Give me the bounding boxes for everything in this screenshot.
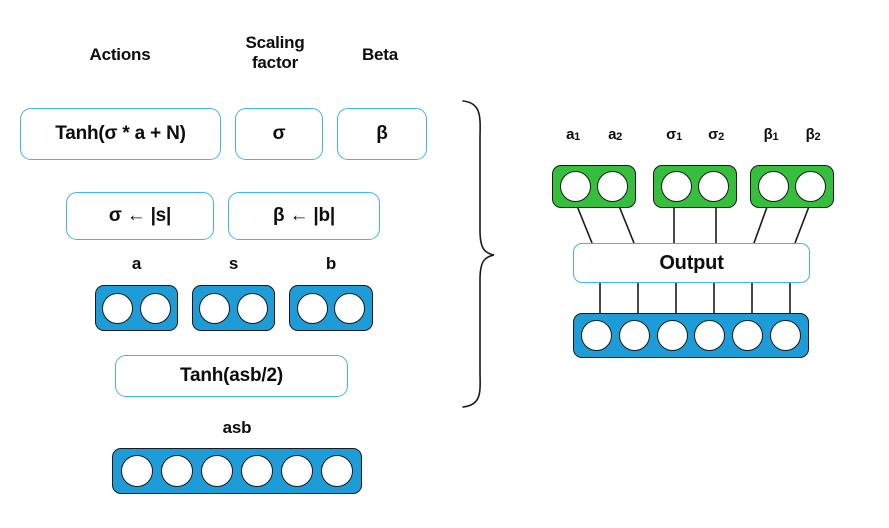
formula-box-tanh-asb-2-label: Tanh(asb/2) <box>179 365 283 386</box>
output-box[interactable]: Output <box>573 243 810 283</box>
node-group-right-input-row[interactable] <box>573 313 809 358</box>
formula-box-tanh-sigma-a-n[interactable]: Tanh(σ * a + N) <box>20 108 221 160</box>
column-header-scaling-factor: Scaling factor <box>222 33 328 73</box>
node[interactable] <box>732 320 764 351</box>
green-node-label-a2-text: a2 <box>608 126 622 143</box>
node[interactable] <box>102 292 134 324</box>
green-node-label-beta2-text: β2 <box>805 126 821 143</box>
node[interactable] <box>656 320 688 351</box>
node[interactable] <box>559 171 591 202</box>
column-header-beta-label: Beta <box>361 45 399 64</box>
formula-box-beta-assign[interactable]: β ← |b| <box>228 192 380 240</box>
node[interactable] <box>597 171 629 202</box>
node-group-green-a[interactable] <box>552 165 636 208</box>
node[interactable] <box>334 292 366 324</box>
formula-box-sigma-assign[interactable]: σ ← |s| <box>66 192 214 240</box>
node[interactable] <box>201 455 233 487</box>
node[interactable] <box>281 455 313 487</box>
green-node-label-sigma2: σ2 <box>695 126 737 143</box>
node[interactable] <box>121 455 153 487</box>
green-node-label-beta1-text: β1 <box>763 126 779 143</box>
node-group-a[interactable] <box>95 285 178 331</box>
green-node-label-sigma2-text: σ2 <box>708 126 724 143</box>
node[interactable] <box>296 292 328 324</box>
group-label-asb-text: asb <box>222 418 252 437</box>
column-header-beta: Beta <box>336 45 424 65</box>
node[interactable] <box>694 320 726 351</box>
node[interactable] <box>698 171 730 202</box>
green-node-label-sigma1-text: σ1 <box>666 126 682 143</box>
node-group-green-beta[interactable] <box>750 165 834 208</box>
green-node-label-a1: a1 <box>552 126 594 143</box>
formula-box-tanh-sigma-a-n-label: Tanh(σ * a + N) <box>55 123 186 144</box>
green-node-label-a1-text: a1 <box>566 126 580 143</box>
formula-box-sigma-assign-label: σ ← |s| <box>108 205 172 226</box>
node-group-s[interactable] <box>192 285 275 331</box>
column-header-actions: Actions <box>60 45 180 65</box>
group-label-s-text: s <box>228 254 239 273</box>
formula-box-sigma-label: σ <box>272 123 286 144</box>
formula-box-sigma[interactable]: σ <box>235 108 323 160</box>
group-label-b: b <box>289 254 373 274</box>
column-header-scaling-line2: factor <box>251 53 299 73</box>
green-node-label-sigma1: σ1 <box>653 126 695 143</box>
formula-box-tanh-asb-2[interactable]: Tanh(asb/2) <box>115 355 348 397</box>
node[interactable] <box>660 171 692 202</box>
green-node-label-beta2: β2 <box>792 126 834 143</box>
node-group-b[interactable] <box>289 285 373 331</box>
node[interactable] <box>139 292 171 324</box>
formula-box-beta-label: β <box>376 123 388 144</box>
node[interactable] <box>321 455 353 487</box>
node[interactable] <box>236 292 268 324</box>
formula-box-beta[interactable]: β <box>337 108 427 160</box>
node[interactable] <box>770 320 802 351</box>
column-header-actions-label: Actions <box>89 45 151 64</box>
node-group-green-sigma[interactable] <box>653 165 737 208</box>
node[interactable] <box>795 171 827 202</box>
node[interactable] <box>241 455 273 487</box>
column-header-scaling-line1: Scaling <box>245 33 305 52</box>
node[interactable] <box>618 320 650 351</box>
node[interactable] <box>161 455 193 487</box>
node[interactable] <box>580 320 612 351</box>
node[interactable] <box>757 171 789 202</box>
group-label-a: a <box>95 254 178 274</box>
green-node-label-a2: a2 <box>594 126 636 143</box>
group-label-b-text: b <box>325 254 337 273</box>
formula-box-beta-assign-label: β ← |b| <box>273 205 335 226</box>
green-node-label-beta1: β1 <box>750 126 792 143</box>
output-box-label: Output <box>659 251 724 274</box>
group-label-asb: asb <box>112 418 362 438</box>
group-label-a-text: a <box>131 254 142 273</box>
node-group-asb[interactable] <box>112 448 362 494</box>
group-label-s: s <box>192 254 275 274</box>
node[interactable] <box>199 292 231 324</box>
